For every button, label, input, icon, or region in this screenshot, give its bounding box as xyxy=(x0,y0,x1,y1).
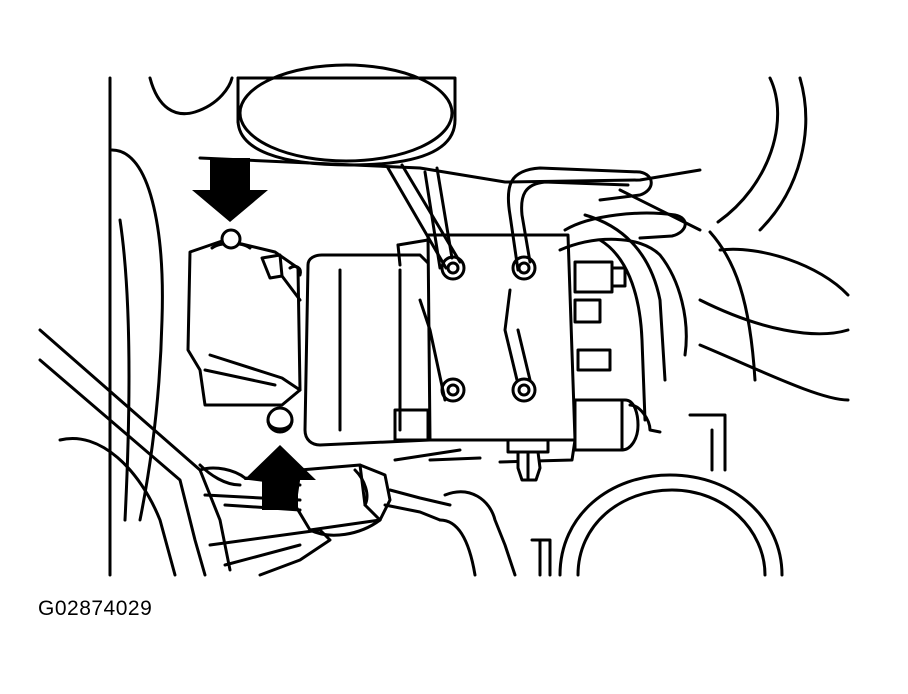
abs-control-module xyxy=(186,229,302,407)
figure-code-label: G02874029 xyxy=(38,597,153,620)
mounting-bolt-lower xyxy=(266,406,294,434)
brake-lines xyxy=(386,163,702,422)
wiring-harness-connector xyxy=(198,448,517,577)
arrow-down-icon xyxy=(192,158,268,222)
brake-line-fittings xyxy=(440,255,537,403)
pump-motor-housing xyxy=(288,253,432,447)
outlet-port-connectors xyxy=(573,260,662,452)
hex-bolt-bottom xyxy=(506,438,550,482)
arrow-up-icon xyxy=(244,445,316,510)
mounting-bolt-upper xyxy=(220,228,242,250)
brake-fluid-reservoir xyxy=(198,63,702,184)
brake-rotor xyxy=(530,473,784,577)
vehicle-frame-outline xyxy=(108,76,850,577)
lower-bracket xyxy=(208,456,482,577)
